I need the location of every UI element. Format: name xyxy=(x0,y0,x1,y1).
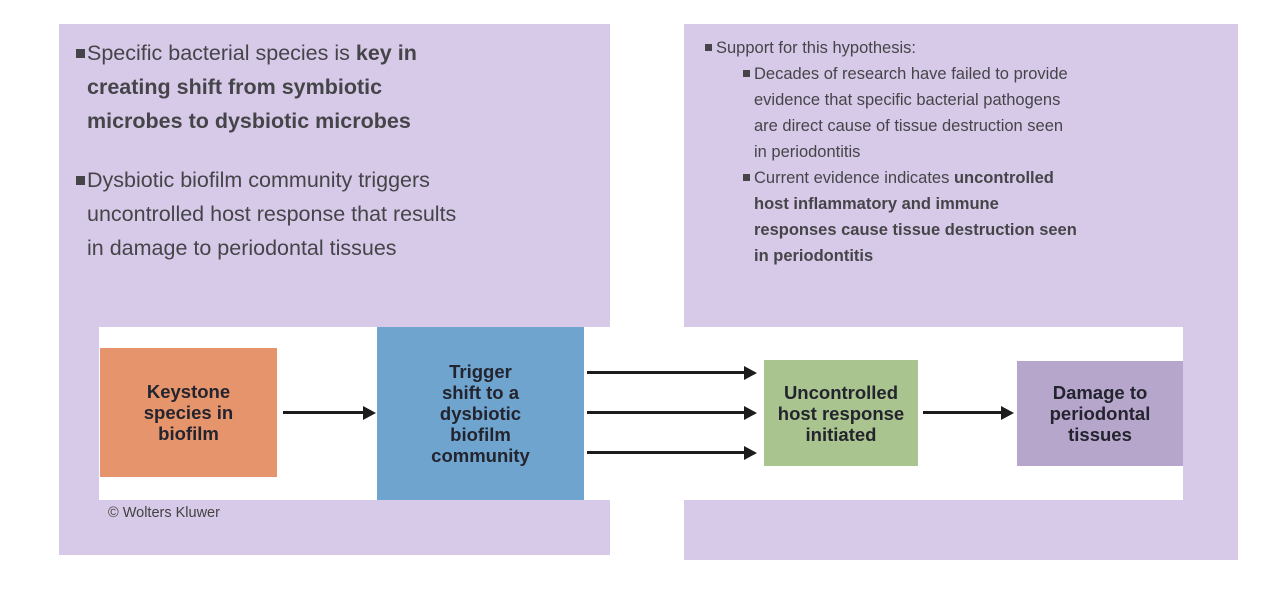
flow-arrow-icon xyxy=(587,365,757,380)
bullet-square-icon xyxy=(743,70,750,77)
copyright-credit: © Wolters Kluwer xyxy=(108,505,220,521)
flow-arrow-icon xyxy=(923,405,1014,420)
text-segment: are direct cause of tissue destruction s… xyxy=(754,117,1064,135)
bullet-square-icon xyxy=(76,176,85,185)
text-segment: host response xyxy=(777,402,905,424)
text-segment: creating shift from symbiotic xyxy=(87,75,383,99)
right-panel-content: Support for this hypothesis: Decades of … xyxy=(684,24,1238,269)
bullet-item: Dysbiotic biofilm community triggers unco… xyxy=(59,163,610,265)
text-segment: shift to a xyxy=(441,382,520,403)
text-segment: dysbiotic xyxy=(439,403,522,424)
text-segment: in periodontitis xyxy=(754,143,861,161)
bullet-text: Specific bacterial species is key in crea… xyxy=(87,36,610,138)
bullet-text: Dysbiotic biofilm community triggers unco… xyxy=(87,163,610,265)
flow-arrow-icon xyxy=(587,405,757,420)
flow-arrow-icon xyxy=(587,445,757,460)
text-segment: community xyxy=(431,445,530,466)
text-segment: species in xyxy=(143,402,234,423)
text-segment: initiated xyxy=(805,423,877,445)
text-segment: Damage to xyxy=(1052,382,1148,403)
text-segment: biofilm xyxy=(158,423,219,444)
hypothesis-bullet-text: Support for this hypothesis: xyxy=(716,39,916,57)
text-segment: Decades of research have failed to provi… xyxy=(754,65,1068,83)
text-segment: host inflammatory and immune xyxy=(754,195,999,213)
text-segment: Dysbiotic biofilm community triggers xyxy=(87,168,430,192)
bullet-square-icon xyxy=(743,174,750,181)
text-segment: key in xyxy=(355,41,417,65)
sub-bullet-item: Current evidence indicates uncontrolled h… xyxy=(684,165,1238,269)
text-segment: uncontrolled host response that results xyxy=(87,202,457,226)
sub-bullet-text: Current evidence indicates uncontrolled h… xyxy=(754,165,1238,269)
hypothesis-bullet: Support for this hypothesis: xyxy=(684,35,1238,61)
sub-bullet-item: Decades of research have failed to provi… xyxy=(684,61,1238,165)
text-segment: tissues xyxy=(1068,424,1132,445)
bullet-square-icon xyxy=(705,44,712,51)
text-segment: Trigger xyxy=(449,361,512,382)
text-segment: Keystone xyxy=(146,381,231,402)
text-segment: responses cause tissue destruction seen xyxy=(754,221,1077,239)
text-segment: Specific bacterial species is xyxy=(87,41,356,65)
text-segment: Uncontrolled xyxy=(783,381,899,403)
text-segment: Current evidence indicates xyxy=(754,169,954,187)
text-segment: microbes to dysbiotic microbes xyxy=(87,109,411,133)
sub-bullet-text: Decades of research have failed to provi… xyxy=(754,61,1238,165)
text-segment: in damage to periodontal tissues xyxy=(87,236,397,260)
text-segment: uncontrolled xyxy=(953,169,1054,187)
bullet-square-icon xyxy=(76,49,85,58)
text-segment: evidence that specific bacterial pathoge… xyxy=(754,91,1061,109)
left-panel-bullets: Specific bacterial species is key in crea… xyxy=(59,24,610,265)
text-segment: biofilm xyxy=(450,424,511,445)
text-segment: periodontal xyxy=(1049,403,1151,424)
hypothesis-sub-bullets: Decades of research have failed to provi… xyxy=(684,61,1238,269)
text-segment: in periodontitis xyxy=(754,247,874,265)
flow-arrow-icon xyxy=(283,405,376,420)
bullet-item: Specific bacterial species is key in crea… xyxy=(59,36,610,138)
